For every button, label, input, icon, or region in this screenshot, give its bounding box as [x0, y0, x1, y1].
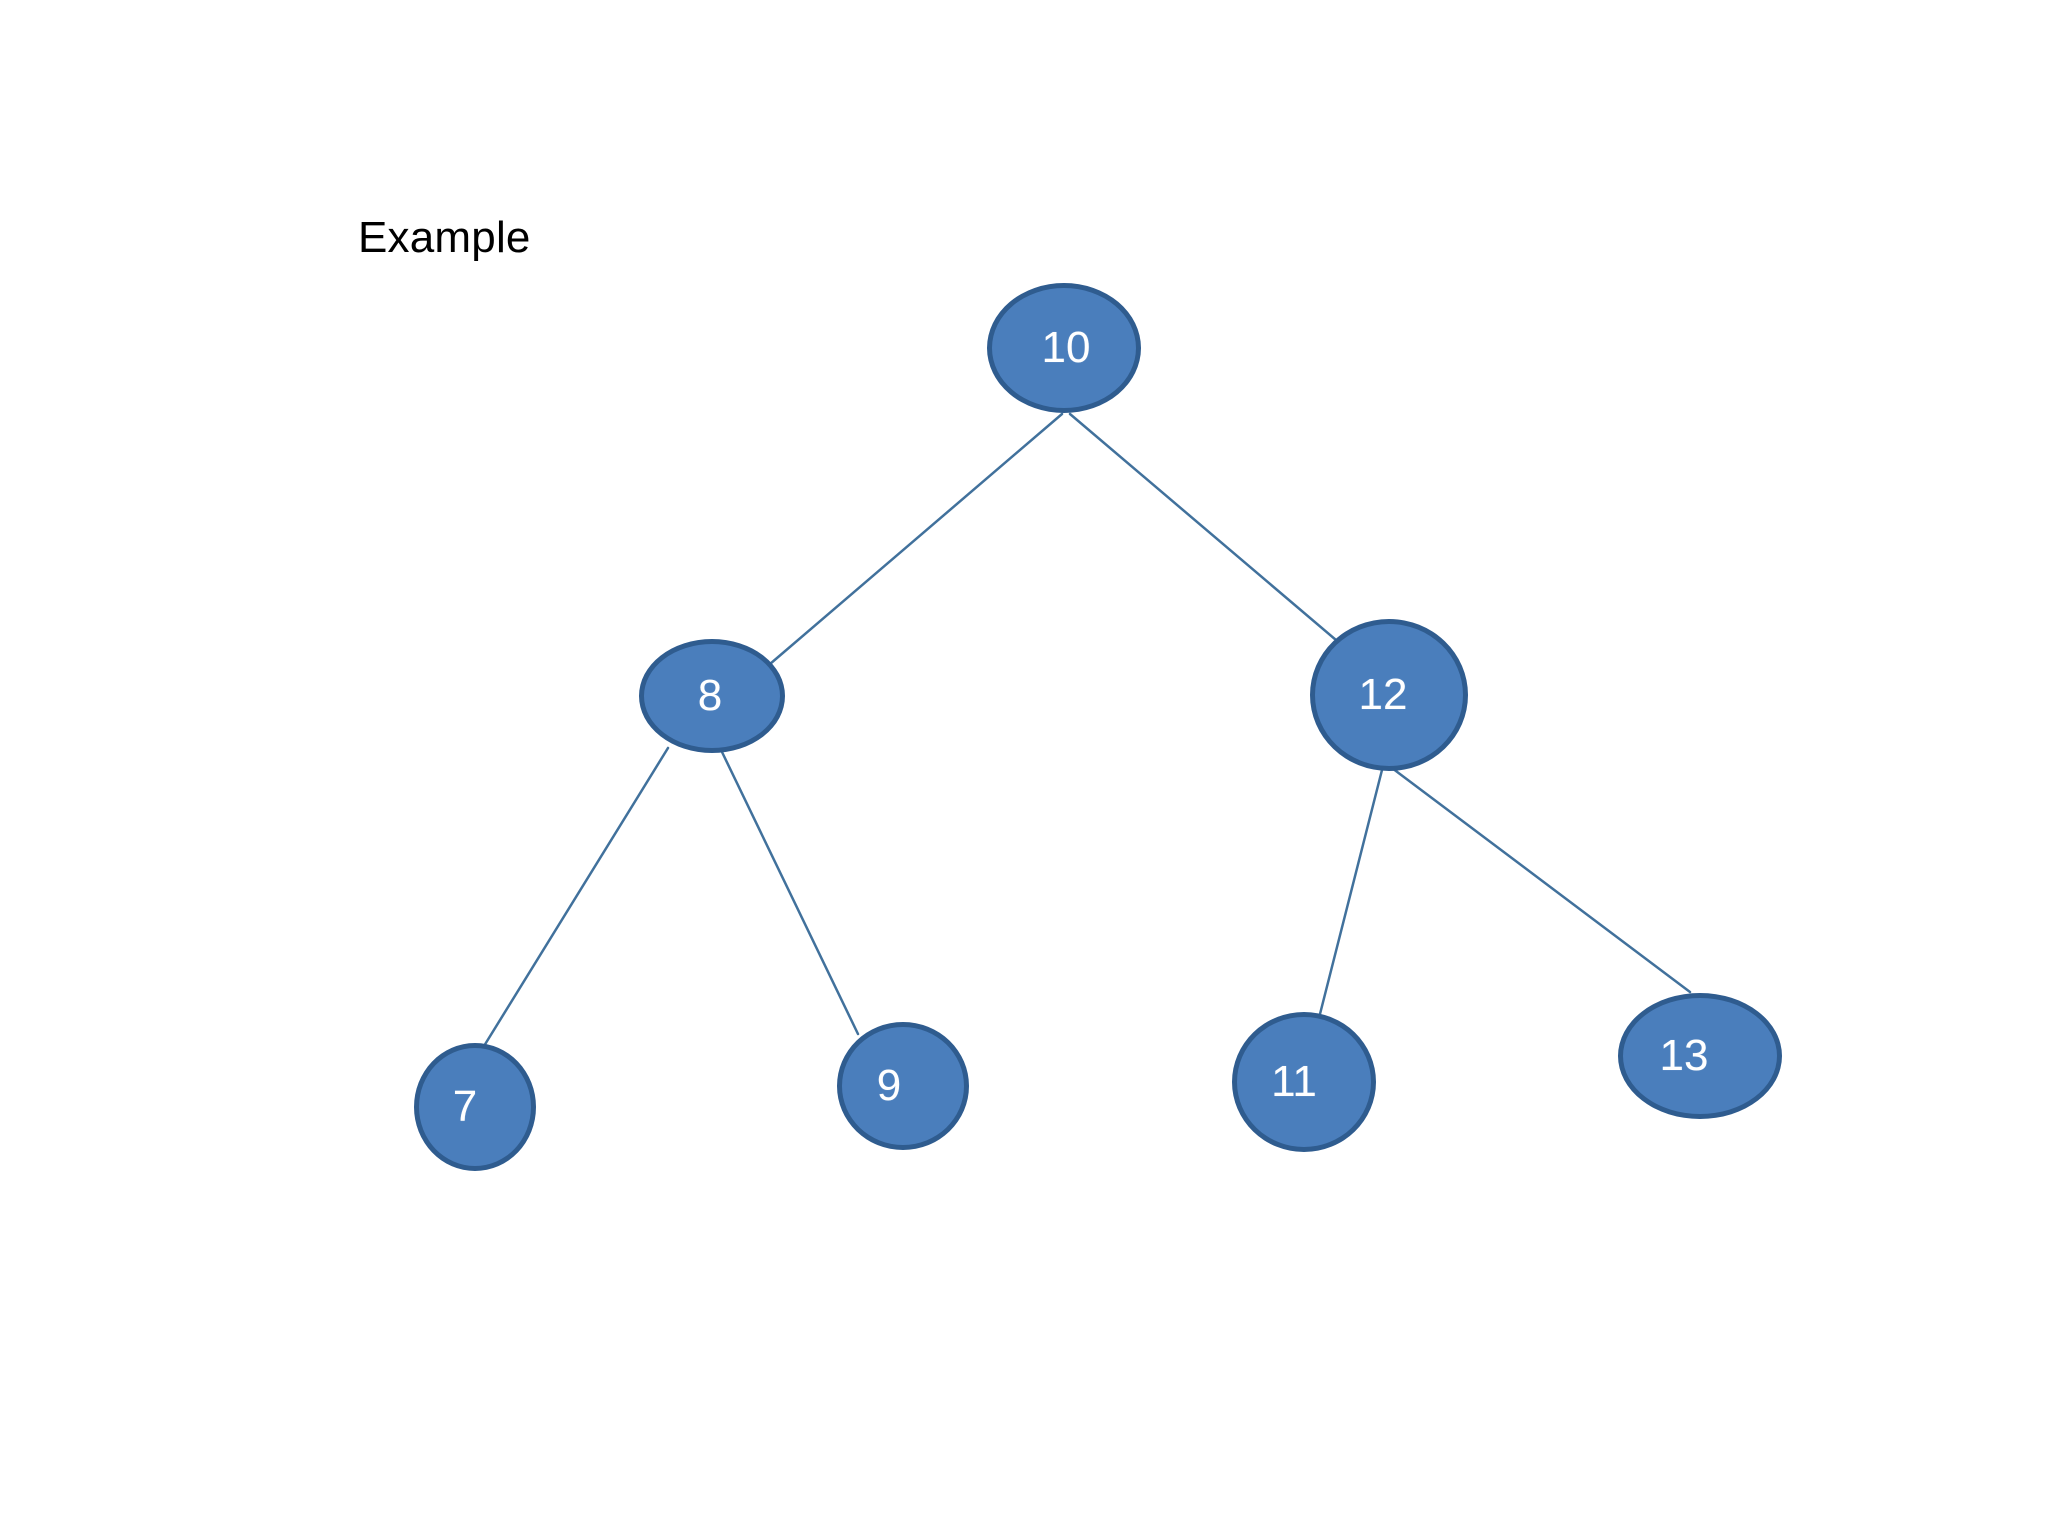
tree-node-label: 7	[452, 1082, 478, 1131]
tree-node-7[interactable]: 7	[414, 1043, 536, 1171]
tree-node-10[interactable]: 10	[987, 283, 1141, 413]
tree-edge-10-8	[768, 412, 1064, 666]
tree-edge-12-13	[1390, 766, 1692, 994]
tree-node-label: 11	[1271, 1057, 1317, 1106]
tree-node-label: 12	[1358, 670, 1408, 719]
tree-node-12[interactable]: 12	[1310, 619, 1468, 771]
tree-node-label: 10	[1041, 323, 1091, 372]
tree-node-label: 8	[697, 671, 723, 720]
tree-node-8[interactable]: 8	[639, 639, 785, 753]
tree-node-label: 13	[1659, 1031, 1709, 1080]
tree-node-11[interactable]: 11	[1232, 1012, 1376, 1152]
tree-node-9[interactable]: 9	[837, 1022, 969, 1150]
tree-edge-8-9	[720, 750, 860, 1036]
tree-edge-8-7	[482, 746, 670, 1048]
page-title: Example	[358, 213, 531, 262]
tree-node-13[interactable]: 13	[1618, 993, 1782, 1119]
tree-edge-10-12	[1068, 412, 1338, 642]
tree-node-label: 9	[876, 1061, 902, 1110]
tree-edge-12-11	[1318, 768, 1384, 1016]
